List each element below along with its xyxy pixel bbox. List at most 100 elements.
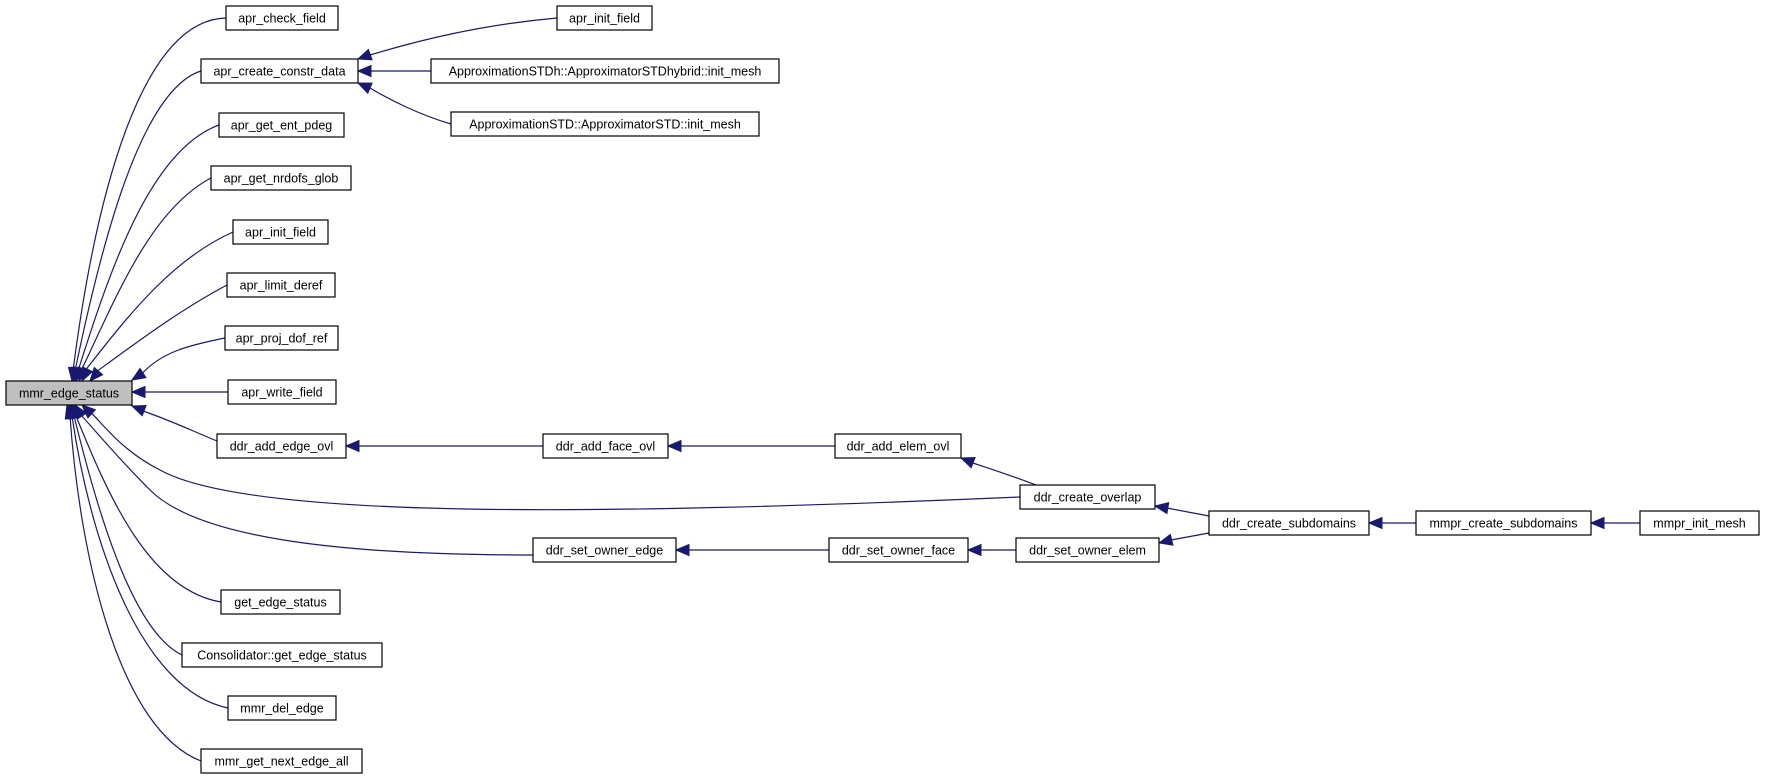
node-box [181, 642, 383, 668]
call-edge [79, 413, 534, 556]
node-label: mmr_del_edge [240, 702, 323, 716]
call-edge [369, 17, 558, 56]
node-box [828, 537, 969, 563]
node-label: ddr_add_elem_ovl [847, 440, 950, 454]
call-nodes: mmr_edge_status apr_check_field apr_create… [5, 5, 1760, 774]
arrowhead [356, 48, 373, 61]
node-mmr-del-edge[interactable]: mmr_del_edge [227, 695, 337, 721]
node-mmr-edge-status[interactable]: mmr_edge_status [5, 380, 133, 406]
arrowhead [674, 543, 690, 557]
node-box [5, 380, 133, 406]
arrowhead [966, 543, 982, 557]
node-box [450, 111, 760, 137]
node-label: get_edge_status [234, 596, 326, 610]
call-edge [95, 284, 228, 373]
node-label: mmpr_create_subdomains [1430, 517, 1578, 531]
node-label: apr_get_nrdofs_glob [224, 172, 339, 186]
call-edge [80, 177, 212, 372]
arrowhead [1157, 533, 1174, 546]
call-edge [369, 87, 452, 125]
node-box [227, 695, 337, 721]
node-apr-write-field[interactable]: apr_write_field [227, 379, 337, 405]
node-label: ApproximationSTDh::ApproximatorSTDhybrid… [449, 65, 762, 79]
call-edge [71, 415, 229, 709]
node-consolidator-get-edge-status[interactable]: Consolidator::get_edge_status [181, 642, 383, 668]
node-label: ddr_create_subdomains [1222, 517, 1356, 531]
arrowhead [1153, 502, 1170, 515]
node-label: ddr_add_face_ovl [556, 440, 655, 454]
node-ddr-create-subdomains[interactable]: ddr_create_subdomains [1208, 510, 1370, 536]
call-edge [969, 461, 1037, 486]
arrowhead [959, 457, 976, 469]
node-mmpr-init-mesh[interactable]: mmpr_init_mesh [1639, 510, 1760, 536]
node-label: apr_create_constr_data [213, 65, 345, 79]
node-box [224, 325, 339, 351]
node-box [218, 112, 345, 138]
node-get-edge-status[interactable]: get_edge_status [220, 589, 341, 615]
node-box [227, 379, 337, 405]
call-edge [83, 231, 234, 373]
node-label: mmpr_init_mesh [1653, 517, 1745, 531]
node-box [1015, 537, 1160, 563]
node-ddr-create-overlap[interactable]: ddr_create_overlap [1019, 484, 1156, 510]
node-label: Consolidator::get_edge_status [197, 649, 367, 663]
node-label: mmr_edge_status [19, 387, 119, 401]
arrowhead [81, 366, 94, 383]
arrowhead [64, 403, 77, 420]
node-apr-proj-dof-ref[interactable]: apr_proj_dof_ref [224, 325, 339, 351]
node-box [216, 433, 347, 459]
node-box [1019, 484, 1156, 510]
arrowhead [356, 82, 373, 95]
node-apr-get-ent-pdeg[interactable]: apr_get_ent_pdeg [218, 112, 345, 138]
node-apr-get-nrdofs-glob[interactable]: apr_get_nrdofs_glob [210, 165, 352, 191]
arrowhead [344, 439, 360, 453]
node-box [200, 748, 363, 774]
node-label: ddr_set_owner_edge [546, 544, 663, 558]
node-label: apr_init_field [569, 12, 640, 26]
call-edge [77, 124, 220, 372]
node-box [532, 537, 677, 563]
arrowhead [130, 385, 146, 399]
node-approx-stdh-init-mesh[interactable]: ApproximationSTDh::ApproximatorSTDhybrid… [430, 58, 780, 84]
call-edge [74, 70, 202, 372]
node-ddr-add-edge-ovl[interactable]: ddr_add_edge_ovl [216, 433, 347, 459]
node-ddr-set-owner-face[interactable]: ddr_set_owner_face [828, 537, 969, 563]
call-edge [1170, 532, 1210, 541]
node-box [1415, 510, 1592, 536]
call-edge [69, 415, 202, 762]
node-box [220, 589, 341, 615]
node-box [430, 58, 780, 84]
node-box [1639, 510, 1760, 536]
node-label: mmr_get_next_edge_all [214, 755, 348, 769]
node-apr-limit-deref[interactable]: apr_limit_deref [226, 272, 336, 298]
node-label: apr_limit_deref [240, 279, 323, 293]
node-ddr-add-face-ovl[interactable]: ddr_add_face_ovl [542, 433, 669, 459]
node-box [232, 219, 329, 245]
node-mmpr-create-subdomains[interactable]: mmpr_create_subdomains [1415, 510, 1592, 536]
arrowhead [666, 439, 682, 453]
call-edge [89, 411, 1021, 511]
node-label: ddr_create_overlap [1034, 491, 1142, 505]
node-label: ddr_set_owner_face [842, 544, 955, 558]
arrowhead [130, 367, 147, 381]
node-apr-create-constr-data[interactable]: apr_create_constr_data [200, 58, 359, 84]
node-label: ApproximationSTD::ApproximatorSTD::init_… [469, 118, 741, 132]
node-box [226, 272, 336, 298]
node-mmr-get-next-edge-all[interactable]: mmr_get_next_edge_all [200, 748, 363, 774]
node-ddr-add-elem-ovl[interactable]: ddr_add_elem_ovl [834, 433, 962, 459]
node-ddr-set-owner-elem[interactable]: ddr_set_owner_elem [1015, 537, 1160, 563]
node-apr-init-field-top[interactable]: apr_init_field [556, 5, 653, 31]
arrowhead [130, 405, 147, 417]
node-apr-init-field[interactable]: apr_init_field [232, 219, 329, 245]
arrowhead [356, 64, 372, 78]
call-edges [64, 17, 1640, 762]
node-box [556, 5, 653, 31]
node-apr-check-field[interactable]: apr_check_field [225, 5, 339, 31]
node-label: apr_proj_dof_ref [236, 332, 328, 346]
node-box [1208, 510, 1370, 536]
node-approx-std-init-mesh[interactable]: ApproximationSTD::ApproximatorSTD::init_… [450, 111, 760, 137]
node-label: ddr_set_owner_elem [1029, 544, 1146, 558]
node-ddr-set-owner-edge[interactable]: ddr_set_owner_edge [532, 537, 677, 563]
call-edge [139, 337, 226, 377]
